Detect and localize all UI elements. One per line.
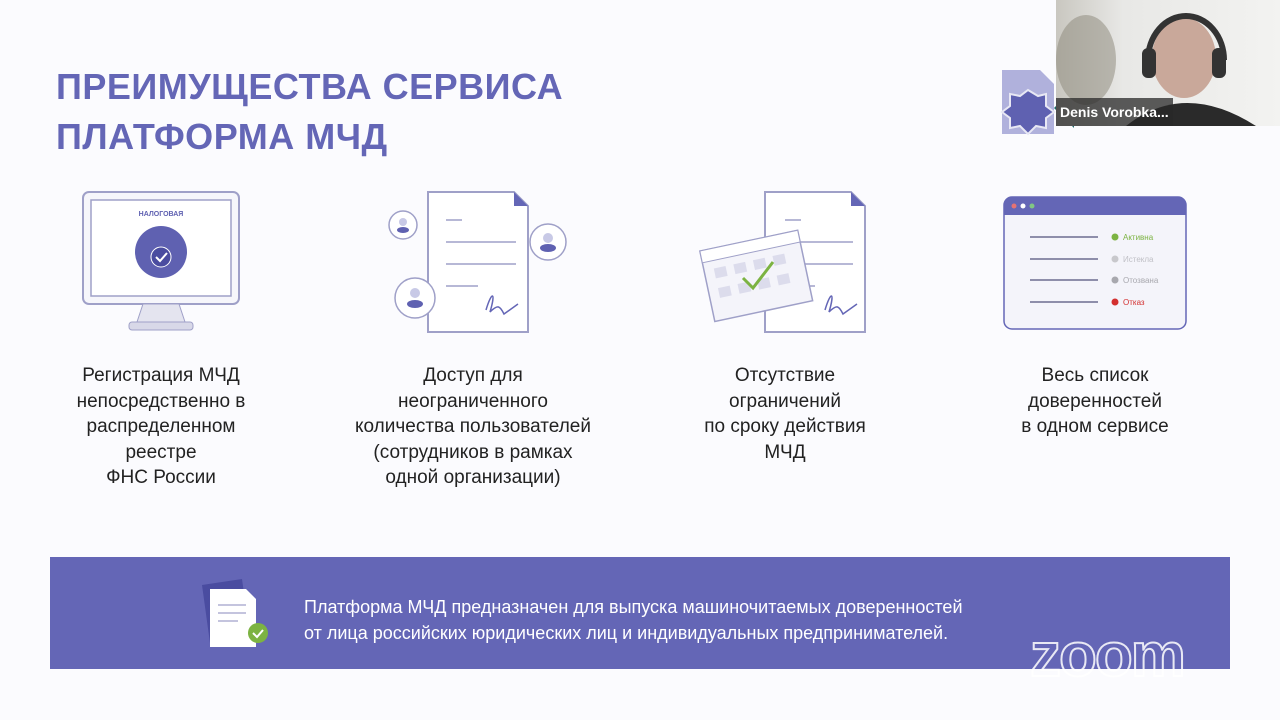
caption-line: МЧД [764, 441, 806, 463]
caption-line: (сотрудников в рамках [373, 441, 573, 463]
svg-text:НАЛОГОВАЯ: НАЛОГОВАЯ [139, 211, 184, 218]
participant-video[interactable]: Denis Vorobka... [1056, 0, 1280, 126]
feature-unlimited-users: Доступ для неограниченного количества по… [333, 190, 613, 491]
caption-line: ФНС России [106, 467, 216, 488]
status-active: Активна [1123, 233, 1154, 242]
banner-text: Платформа МЧД предназначен для выпуска м… [304, 597, 963, 617]
status-revoked: Отозвана [1123, 276, 1159, 285]
users-document-icon [388, 191, 567, 333]
title-line: ПЛАТФОРМА МЧД [56, 116, 388, 157]
caption-line: по сроку действия [704, 416, 866, 437]
banner-text: от лица российских юридических лиц и инд… [304, 623, 949, 643]
title-line: ПРЕИМУЩЕСТВА СЕРВИСА [56, 66, 564, 107]
document-badge-icon [1000, 70, 1074, 136]
status-expired: Истекла [1123, 255, 1154, 264]
caption-line: реестре [125, 441, 197, 463]
caption-line: Отсутствие [734, 365, 836, 386]
caption-line: одной организации) [385, 467, 561, 488]
fns-monitor-icon: НАЛОГОВАЯ [82, 191, 240, 331]
user-avatar-icon [394, 277, 436, 319]
status-rejected: Отказ [1123, 298, 1145, 307]
participant-name: Denis Vorobka... [1056, 98, 1173, 126]
info-banner: Платформа МЧД предназначен для выпуска м… [50, 557, 1230, 669]
caption-line: непосредственно в [76, 390, 246, 412]
caption-line: Регистрация МЧД [82, 365, 240, 386]
zoom-watermark: zoom [1029, 620, 1187, 691]
status-list-window-icon: Активна Истекла Отозвана Отказ [1003, 196, 1187, 330]
calendar-document-icon [698, 191, 866, 333]
caption-line: распределенном [86, 416, 236, 437]
document-check-icon [202, 579, 268, 647]
feature-registration: НАЛОГОВАЯ Регистрация МЧД непосредственн… [21, 190, 301, 491]
caption-line: доверенностей [1028, 390, 1162, 412]
feature-all-documents: Активна Истекла Отозвана Отказ Весь спис… [955, 195, 1235, 440]
feature-no-expiry-limit: Отсутствие ограничений по сроку действия… [645, 190, 925, 465]
caption-line: количества пользователей [355, 416, 591, 437]
caption-line: ограничений [729, 390, 841, 412]
caption-line: неограниченного [398, 390, 548, 412]
slide-title: ПРЕИМУЩЕСТВА СЕРВИСА ПЛАТФОРМА МЧД [56, 62, 563, 162]
user-avatar-icon [388, 210, 418, 240]
user-avatar-icon [529, 223, 567, 261]
caption-line: Доступ для [423, 365, 523, 386]
caption-line: в одном сервисе [1021, 416, 1169, 437]
caption-line: Весь список [1041, 365, 1149, 386]
